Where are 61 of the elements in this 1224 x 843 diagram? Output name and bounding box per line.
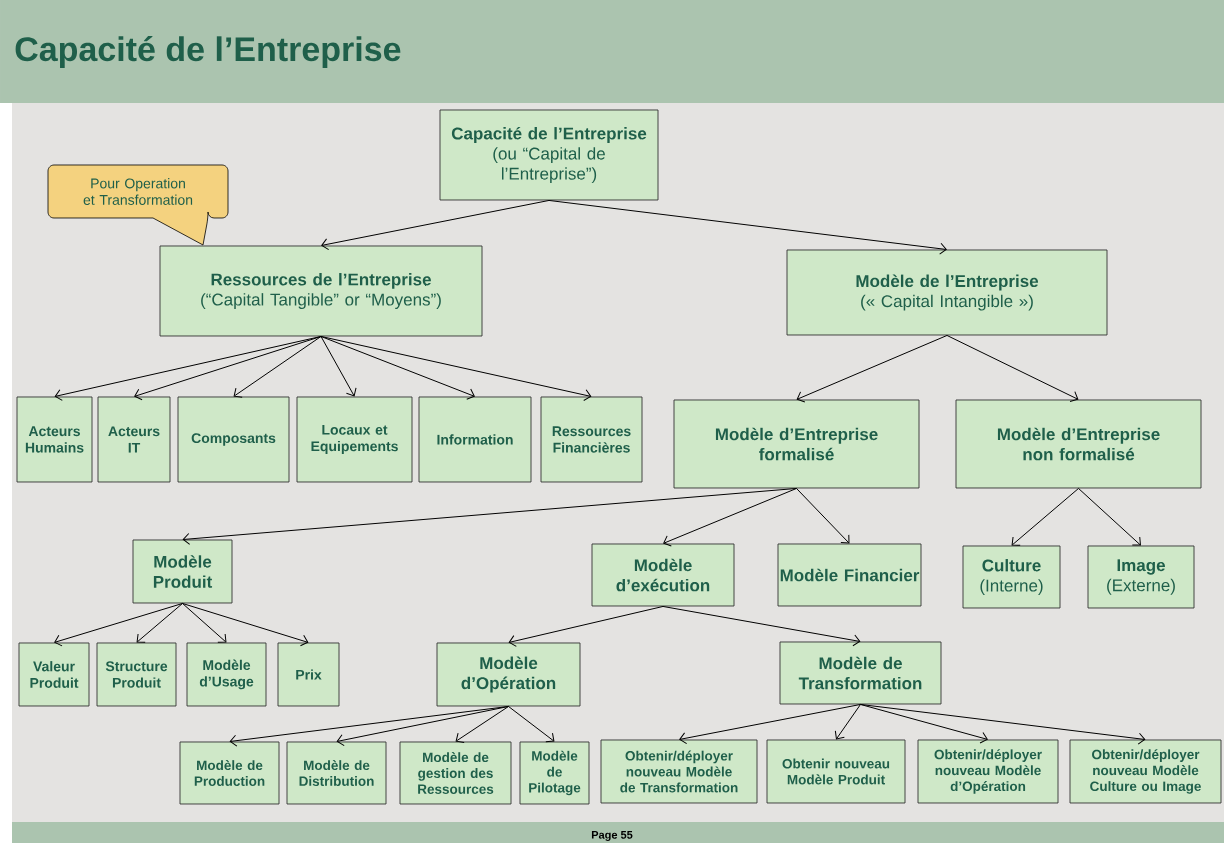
arrow: [834, 703, 861, 740]
process-box: Modèle d’Entreprise non formalisé: [955, 399, 1202, 489]
slide-title: Capacité de l’Entreprise: [15, 36, 401, 68]
arrow: [946, 334, 1079, 403]
process-box: Obtenir/déployer nouveau Modèle de Transformation: [600, 739, 758, 804]
process-box: Modèle de Distribution: [286, 741, 387, 805]
arrow: [54, 335, 322, 401]
process-box: Modèle de Pilotage: [519, 741, 590, 805]
arrow: [182, 602, 227, 643]
process-box: Acteurs Humains: [16, 396, 93, 483]
process-box: Modèle de Transformation: [779, 641, 942, 705]
process-box: Modèle Financier: [777, 543, 922, 607]
arrow: [796, 487, 850, 544]
arrow: [233, 335, 322, 398]
arrow: [321, 199, 550, 251]
process-box: Modèle de Production: [179, 741, 280, 805]
process-box: Ressources de l’Entreprise (“Capital Tangible” or “Moyens”): [159, 245, 483, 337]
arrow: [1011, 487, 1079, 546]
arrow: [136, 602, 183, 643]
arrow: [662, 605, 861, 647]
arrow: [860, 703, 1146, 745]
process-box: Information: [418, 396, 532, 483]
process-box: Obtenir nouveau Modèle Produit: [766, 739, 906, 804]
page-number: Page 55: [591, 831, 633, 841]
arrow: [134, 335, 322, 401]
arrow: [336, 705, 509, 747]
process-box: Capacité de l’Entreprise (ou “Capital de l’Entreprise”): [439, 109, 659, 201]
process-box: Ressources Financières: [540, 396, 643, 483]
process-box: Image (Externe): [1087, 545, 1195, 609]
arrow: [508, 605, 664, 647]
process-box: Acteurs IT: [97, 396, 171, 483]
process-box: Obtenir/déployer nouveau Modèle d’Opération: [917, 739, 1059, 804]
process-box: Modèle d’Usage: [186, 642, 267, 707]
process-box: Prix: [277, 642, 340, 707]
process-box: Locaux et Equipements: [296, 396, 413, 483]
arrow: [182, 602, 309, 647]
process-box: Obtenir/déployer nouveau Modèle Culture ou Image: [1069, 739, 1222, 804]
arrow: [54, 602, 183, 647]
arrow: [182, 487, 797, 545]
process-box: Composants: [177, 396, 290, 483]
process-box: Structure Produit: [96, 642, 177, 707]
process-box: Modèle d’Entreprise formalisé: [673, 399, 920, 489]
process-box: Modèle d’exécution: [591, 543, 735, 607]
arrow: [548, 199, 947, 255]
process-box: Modèle de gestion des Ressources: [399, 741, 512, 805]
arrow: [860, 703, 988, 744]
process-box: Valeur Produit: [18, 642, 90, 707]
process-box: Culture (Interne): [962, 545, 1061, 609]
arrow: [796, 334, 948, 403]
arrow: [663, 487, 797, 547]
arrow: [320, 335, 475, 400]
arrow: [679, 703, 861, 745]
callout: Pour Operation et Transformation: [47, 164, 229, 246]
process-box: Modèle d’Opération: [436, 642, 581, 707]
arrow: [320, 335, 357, 397]
arrow: [1078, 487, 1141, 546]
process-box: Modèle de l’Entreprise (« Capital Intangible »): [786, 249, 1108, 336]
process-box: Modèle Produit: [132, 539, 233, 604]
arrow: [455, 705, 509, 743]
arrow: [508, 705, 555, 743]
arrow: [320, 335, 592, 401]
